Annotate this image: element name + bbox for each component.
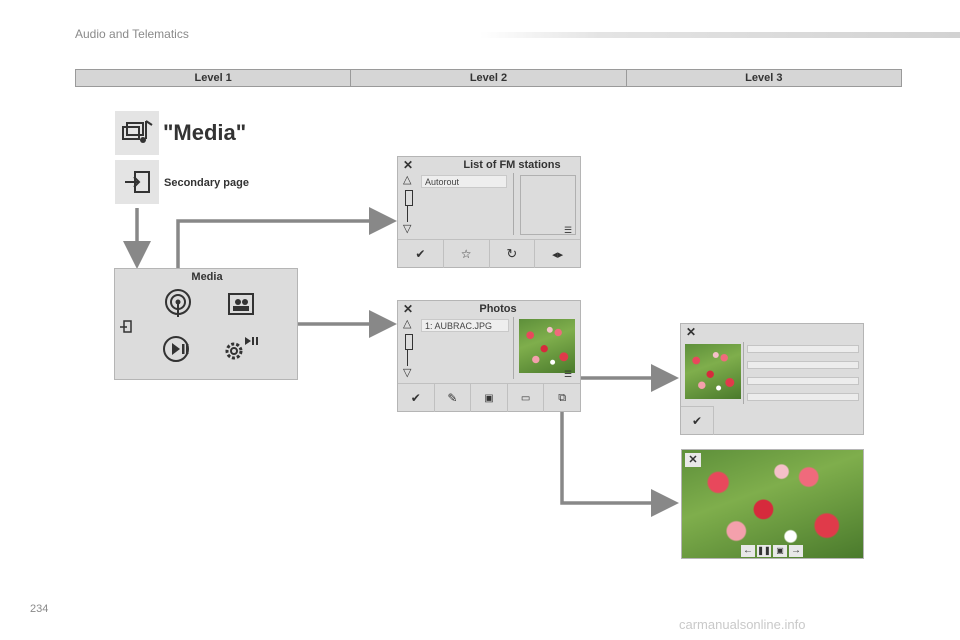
media-heading: "Media" — [163, 120, 247, 145]
settings-button[interactable]: ◂▸ — [535, 240, 580, 268]
media-panel-title: Media — [191, 271, 223, 283]
photo-thumbnail[interactable] — [519, 319, 575, 373]
photos-icon[interactable] — [227, 292, 255, 316]
down-icon[interactable]: ▽ — [403, 223, 412, 235]
refresh-button[interactable]: ↻ — [490, 240, 536, 268]
secondary-page-label: Secondary page — [164, 177, 249, 189]
level-bar: Level 1 Level 2 Level 3 — [75, 69, 902, 87]
edit-button[interactable]: ✎ — [435, 384, 472, 412]
confirm-button[interactable]: ✔ — [398, 384, 435, 412]
photos-panel: ✕ Photos △ ▽ 1: AUBRAC.JPG ☰ ✔ ✎ ▣ ▭ ⧉ — [397, 300, 581, 412]
options-button[interactable]: ▭ — [508, 384, 545, 412]
section-title: Audio and Telematics — [75, 27, 189, 41]
photos-button-row: ✔ ✎ ▣ ▭ ⧉ — [398, 383, 580, 412]
station-list-button[interactable]: ☆ — [444, 240, 490, 268]
down-icon[interactable]: ▽ — [403, 367, 412, 379]
scrollbar[interactable] — [405, 190, 413, 206]
fullscreen-icon: ⧉ — [558, 391, 567, 404]
options-icon: ▭ — [520, 392, 531, 404]
radio-icon[interactable] — [163, 287, 193, 317]
gallery-icon[interactable]: ▣ — [773, 545, 787, 557]
photo-detail-panel: ✕ ✔ — [680, 323, 864, 435]
level-3-label: Level 3 — [745, 72, 783, 84]
scroll-track — [407, 350, 408, 366]
confirm-button[interactable]: ✔ — [681, 406, 714, 435]
fm-button-row: ✔ ☆ ↻ ◂▸ — [398, 239, 580, 268]
photos-panel-title: Photos — [479, 303, 517, 315]
scroll-track — [407, 206, 408, 222]
play-pause-icon[interactable] — [161, 335, 193, 363]
scrollbar[interactable] — [405, 334, 413, 350]
list-icon[interactable]: ☰ — [564, 369, 573, 379]
fm-panel-title: List of FM stations — [463, 159, 561, 171]
slideshow-button[interactable]: ▣ — [471, 384, 508, 412]
back-icon[interactable] — [119, 319, 133, 335]
up-icon[interactable]: △ — [403, 174, 412, 186]
divider — [513, 173, 514, 235]
page-number: 234 — [30, 603, 49, 615]
photo-item[interactable]: 1: AUBRAC.JPG — [421, 319, 509, 332]
media-panel: Media — [114, 268, 298, 380]
edit-icon: ✎ — [447, 391, 458, 405]
confirm-icon: ✔ — [691, 414, 703, 428]
level-1-label: Level 1 — [76, 70, 352, 86]
previous-icon[interactable]: ← — [741, 545, 755, 557]
list-star-icon: ☆ — [460, 247, 472, 261]
confirm-icon: ✔ — [410, 391, 421, 405]
divider — [743, 342, 744, 404]
preview-frame — [520, 175, 576, 235]
media-icon — [122, 120, 153, 143]
photo-preview — [685, 344, 741, 399]
pause-icon[interactable]: ❚❚ — [757, 545, 771, 557]
arrow-photos-to-fullscreen — [560, 406, 679, 517]
confirm-icon: ✔ — [415, 247, 426, 261]
header-rule — [480, 32, 960, 38]
up-icon[interactable]: △ — [403, 318, 412, 330]
level-2-label: Level 2 — [351, 70, 627, 86]
info-line — [747, 361, 859, 369]
fullscreen-photo: ✕ ← ❚❚ ▣ → — [681, 449, 864, 559]
info-line — [747, 345, 859, 353]
list-icon[interactable]: ☰ — [564, 225, 573, 235]
station-item[interactable]: Autorout — [421, 175, 507, 188]
tune-icon: ◂▸ — [552, 248, 564, 261]
settings-icon[interactable] — [221, 333, 259, 365]
close-icon[interactable]: ✕ — [403, 158, 414, 172]
arrow-media-to-fm — [176, 207, 397, 290]
refresh-icon: ↻ — [506, 246, 518, 261]
secondary-page-icon — [125, 171, 150, 193]
fm-stations-panel: ✕ List of FM stations △ ▽ Autorout ☰ ✔ ☆… — [397, 156, 581, 268]
confirm-button[interactable]: ✔ — [398, 240, 444, 268]
fullscreen-button[interactable]: ⧉ — [544, 384, 580, 412]
secondary-page-tile[interactable] — [115, 160, 159, 204]
next-icon[interactable]: → — [789, 545, 803, 557]
info-line — [747, 393, 859, 401]
watermark: carmanualsonline.info — [679, 617, 806, 632]
info-line — [747, 377, 859, 385]
close-icon[interactable]: ✕ — [403, 302, 414, 316]
close-icon[interactable]: ✕ — [686, 325, 697, 339]
media-icon-tile[interactable] — [115, 111, 159, 155]
divider — [513, 317, 514, 379]
slideshow-icon: ▣ — [484, 392, 494, 404]
close-icon[interactable]: ✕ — [685, 453, 701, 467]
